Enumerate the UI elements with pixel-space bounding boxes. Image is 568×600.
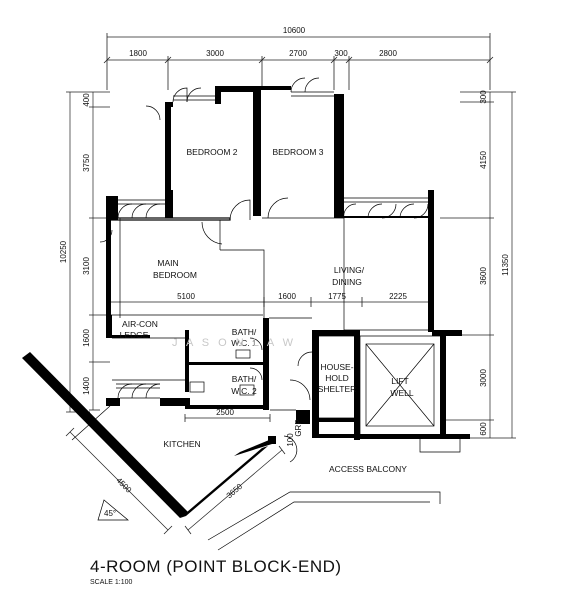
label-aircon-line2: LEDGE: [120, 330, 149, 340]
label-grp-line2: GRP: [294, 419, 303, 436]
label-shelter-line2: HOLD: [325, 373, 349, 383]
dim-top-total: 10600: [283, 26, 306, 35]
dim-left-1400: 1400: [82, 377, 91, 395]
dim-right-300: 300: [479, 90, 488, 104]
dim-top-300: 300: [334, 49, 348, 58]
label-main-bedroom-line2: BEDROOM: [153, 270, 197, 280]
dim-top-1800: 1800: [129, 49, 147, 58]
angle-label: 45°: [104, 509, 116, 518]
label-liftwell-line1: LIFT: [391, 376, 408, 386]
dim-top-2700: 2700: [289, 49, 307, 58]
dim-diag-4500: 4500: [114, 476, 133, 495]
label-access-balcony: ACCESS BALCONY: [329, 464, 407, 474]
dim-left-3750: 3750: [82, 154, 91, 172]
label-living-line2: DINING: [332, 277, 362, 287]
dim-right-11350: 11350: [501, 254, 510, 276]
label-liftwell-line2: WELL: [390, 388, 413, 398]
dimension-labels: 10600 1800 3000 2700 300 2800 400 3750 1…: [59, 26, 510, 518]
dim-right-600: 600: [479, 422, 488, 436]
dim-left-1600: 1600: [82, 329, 91, 347]
dim-mid-1600: 1600: [278, 292, 296, 301]
dim-mid-5100: 5100: [177, 292, 195, 301]
dim-left-10250: 10250: [59, 240, 68, 263]
door-swings: [99, 77, 429, 463]
dim-right-3600: 3600: [479, 267, 488, 285]
dim-top-3000: 3000: [206, 49, 224, 58]
label-bedroom-2: BEDROOM 2: [186, 147, 237, 157]
label-main-bedroom-line1: MAIN: [157, 258, 178, 268]
label-living-line1: LIVING/: [334, 265, 365, 275]
label-aircon-line1: AIR-CON: [122, 319, 158, 329]
dim-mid-1775: 1775: [328, 292, 346, 301]
label-kitchen: KITCHEN: [163, 439, 200, 449]
interior-lines: [71, 91, 461, 551]
label-shelter-line1: HOUSE-: [320, 362, 353, 372]
label-bath2-line2: W.C. 2: [231, 386, 257, 396]
dim-bath-2500: 2500: [216, 408, 234, 417]
dim-right-4150: 4150: [479, 151, 488, 169]
dimension-lines: [65, 33, 516, 535]
room-labels: BEDROOM 2 BEDROOM 3 MAIN BEDROOM LIVING/…: [120, 147, 414, 474]
plan-scale: SCALE 1:100: [90, 579, 133, 586]
dim-mid-2225: 2225: [389, 292, 407, 301]
dim-left-3100: 3100: [82, 257, 91, 275]
label-bath1-line2: W.C. 1: [231, 338, 257, 348]
label-bath1-line1: BATH/: [232, 327, 257, 337]
label-shelter-line3: SHELTER: [318, 384, 357, 394]
plan-title: 4-ROOM (POINT BLOCK-END): [90, 557, 342, 576]
watermark: J A S O N L A W: [172, 337, 296, 349]
label-bath2-line1: BATH/: [232, 374, 257, 384]
label-grp-line1: 100: [286, 433, 295, 447]
label-bedroom-3: BEDROOM 3: [272, 147, 323, 157]
walls: [22, 86, 470, 518]
dim-right-3000: 3000: [479, 369, 488, 387]
dim-top-2800: 2800: [379, 49, 397, 58]
dim-left-400: 400: [82, 93, 91, 107]
